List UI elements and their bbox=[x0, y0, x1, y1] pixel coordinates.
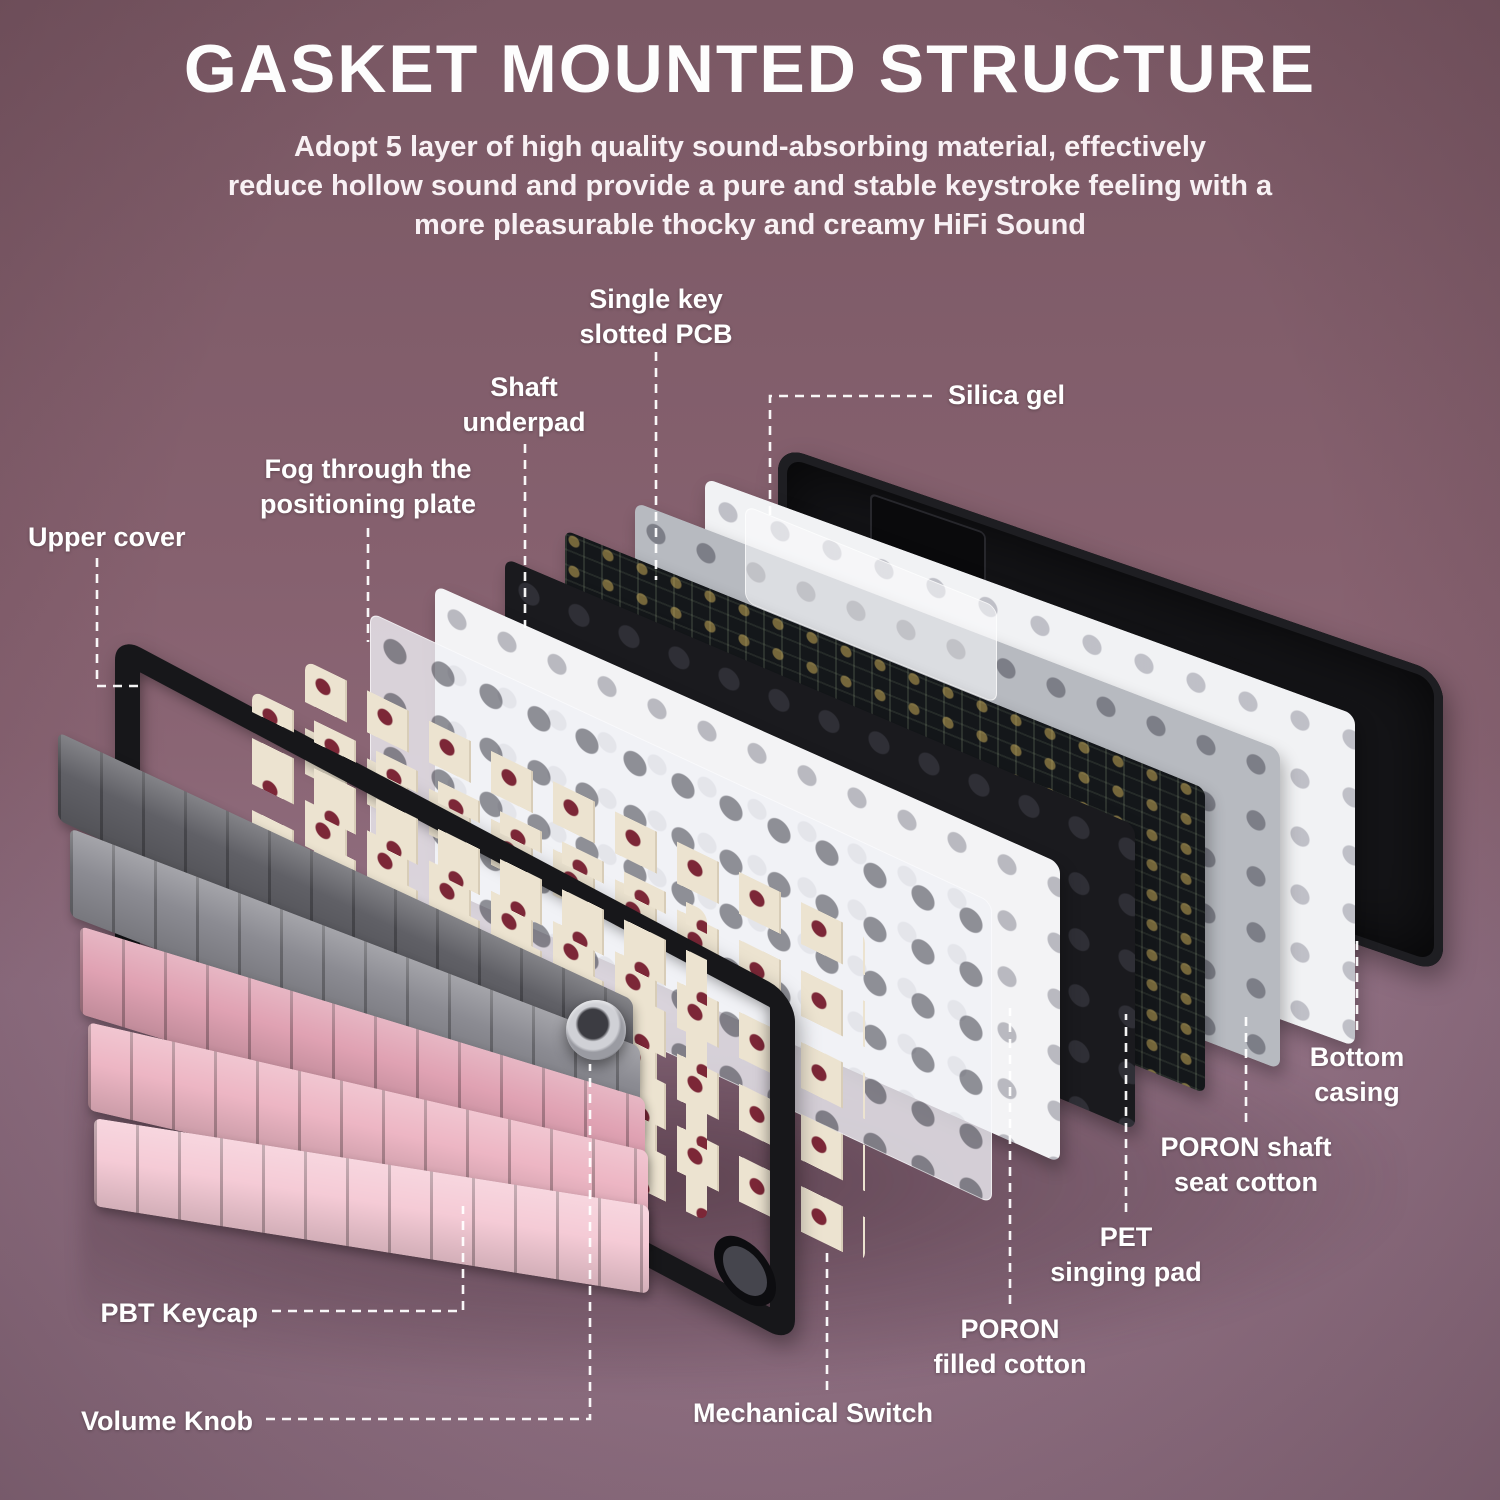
label-upper-cover: Upper cover bbox=[28, 522, 186, 552]
label-pet-singing-pad: PET singing pad bbox=[1050, 1222, 1202, 1287]
page-title: GASKET MOUNTED STRUCTURE bbox=[183, 31, 1317, 107]
label-fog-positioning-plate: Fog through the positioning plate bbox=[260, 454, 476, 519]
page-subtitle: Adopt 5 layer of high quality sound-abso… bbox=[227, 131, 1273, 241]
label-mechanical-switch: Mechanical Switch bbox=[692, 1398, 934, 1428]
knob-hole bbox=[714, 1223, 776, 1319]
label-single-key-slotted-pcb: Single key slotted PCB bbox=[579, 284, 733, 349]
label-shaft-underpad: Shaft underpad bbox=[462, 372, 586, 437]
label-poron-shaft-seat-cotton: PORON shaft seat cotton bbox=[1160, 1132, 1332, 1197]
label-silica-gel: Silica gel bbox=[948, 380, 1066, 410]
label-poron-filled-cotton: PORON filled cotton bbox=[933, 1314, 1087, 1379]
label-volume-knob: Volume Knob bbox=[81, 1406, 253, 1436]
label-bottom-casing: Bottom casing bbox=[1309, 1042, 1405, 1107]
label-pbt-keycap: PBT Keycap bbox=[100, 1298, 258, 1328]
volume-knob bbox=[566, 1000, 626, 1060]
